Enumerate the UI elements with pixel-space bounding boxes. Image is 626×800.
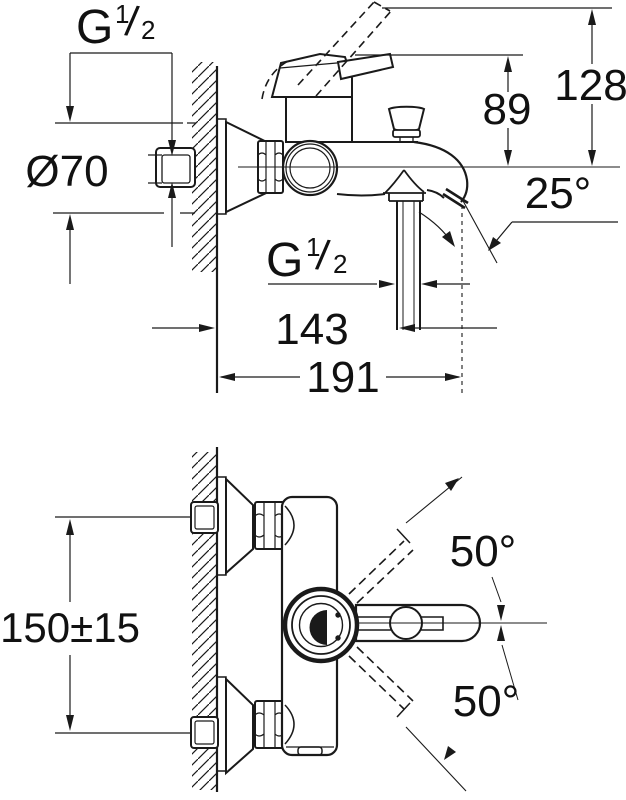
spout-height-label: 89	[483, 85, 532, 134]
wall-union-inner	[161, 154, 191, 184]
lever-swing-down-label: 50°	[453, 677, 520, 726]
dim-lever-swing-down: 50°	[348, 625, 520, 792]
shower-pipe	[396, 201, 421, 330]
wall-hatch	[192, 62, 217, 272]
wall-thread-den: 2	[141, 15, 155, 45]
lower-union-nut	[254, 700, 285, 749]
wall-to-spout-tip-label: 191	[306, 353, 379, 402]
lever-raised-dashed	[261, 1, 393, 100]
escutcheon-plate	[218, 118, 227, 215]
dim-spout-angle: 25°	[418, 169, 618, 393]
wall-to-shower-outlet-label: 143	[275, 305, 348, 354]
upper-escutcheon	[225, 476, 254, 576]
body-union-circle	[281, 139, 339, 197]
spout-outline	[413, 140, 469, 203]
wall-union-fitting	[155, 147, 196, 188]
shower-thread-g: G	[266, 234, 303, 287]
dim-wall-to-spout-tip: 191	[219, 353, 461, 402]
side-view	[155, 1, 620, 393]
lower-inlet-fitting	[190, 716, 219, 749]
lever-swing-up-label: 50°	[450, 527, 517, 576]
dim-overall-height: 128	[382, 7, 626, 166]
dim-wall-to-shower-outlet: 143	[152, 305, 497, 354]
shower-thread-den: 2	[333, 249, 347, 279]
inlet-spacing-label: 150±15	[0, 604, 140, 651]
upper-inlet-fitting	[190, 501, 219, 534]
body-bottom-outlet	[297, 746, 323, 756]
flange-diameter-label: Ø70	[25, 147, 108, 196]
upper-union-nut	[254, 501, 285, 550]
wall-thread-num: 1	[115, 0, 129, 29]
shower-outlet-fitting	[383, 169, 426, 202]
lower-escutcheon	[225, 676, 254, 776]
dim-shower-thread: G 1 / 2	[266, 231, 470, 288]
dim-wall-thread: G 1 / 2	[69, 0, 176, 247]
dim-inlet-spacing: 150±15	[0, 516, 190, 734]
lever-handle	[336, 52, 395, 81]
diverter-knob	[387, 105, 426, 133]
front-view	[190, 447, 547, 792]
shower-thread-num: 1	[306, 232, 320, 262]
cartridge-block	[272, 96, 353, 142]
spout-mouth	[442, 187, 469, 210]
dim-lever-swing-up: 50°	[348, 476, 517, 621]
spout-angle-label: 25°	[525, 169, 592, 218]
overall-height-label: 128	[554, 61, 626, 110]
dim-spout-height: 89	[355, 54, 532, 166]
dim-flange-diameter: Ø70	[25, 106, 196, 284]
wall-thread-g: G	[76, 1, 113, 54]
temperature-indicator-icon	[309, 610, 327, 645]
